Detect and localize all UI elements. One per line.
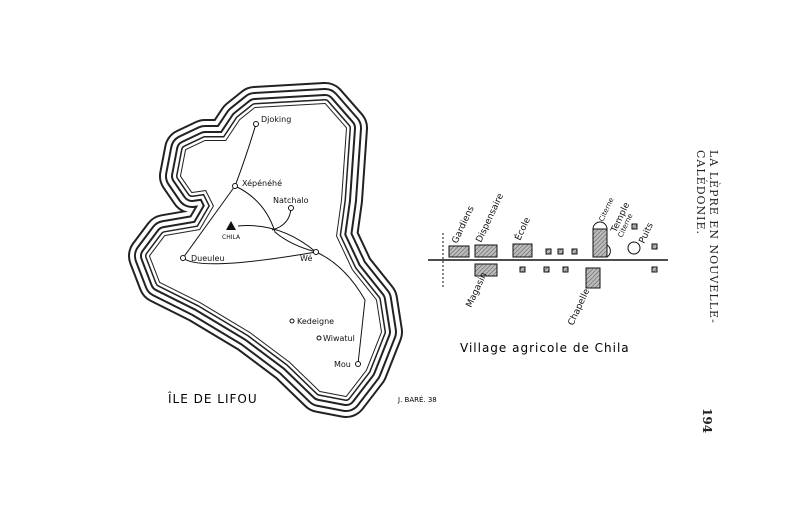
place-djoking: Djoking	[261, 115, 291, 124]
place-kedeigne: Kedeigne	[297, 317, 334, 326]
building-temple	[592, 228, 608, 258]
label-puits: Puits	[638, 221, 656, 245]
village-plan	[428, 221, 668, 289]
map-author: J. BARÉ. 38	[397, 395, 437, 404]
island-contours	[150, 104, 381, 396]
citerne-icon	[592, 221, 608, 230]
label-citerne-1: Citerne	[598, 196, 616, 222]
place-dueuleu: Dueuleu	[191, 254, 224, 263]
place-chila: CHILA	[222, 234, 241, 241]
place-wiwatul: Wiwatul	[323, 334, 355, 343]
place-xepenehe: Xépénéhé	[242, 178, 282, 188]
label-gardiens: Gardiens	[451, 204, 477, 245]
label-dispensaire: Dispensaire	[475, 192, 507, 245]
map-title: ÎLE DE LIFOU	[167, 391, 258, 406]
citerne-icon	[606, 244, 611, 258]
chila-triangle-icon	[226, 221, 236, 230]
building-ecole	[512, 243, 533, 258]
building-chapelle	[585, 267, 601, 289]
place-we: Wé	[300, 253, 312, 263]
place-mou: Mou	[334, 360, 351, 369]
page-number: 194	[700, 408, 714, 434]
puits-icon	[627, 241, 641, 255]
roads	[182, 123, 366, 365]
building-magasin	[474, 263, 498, 277]
building-gardiens	[448, 245, 470, 258]
running-header: LA LÈPRE EN NOUVELLE-CALÉDONIE.	[694, 150, 720, 324]
label-ecole: École	[512, 215, 533, 242]
building-dispensaire	[474, 244, 498, 258]
place-natchalo: Natchalo	[273, 196, 309, 205]
place-markers	[180, 121, 361, 367]
label-magasin: Magasin	[465, 271, 490, 309]
label-chapelle: Chapelle	[567, 287, 593, 327]
village-title: Village agricole de Chila	[460, 341, 630, 355]
